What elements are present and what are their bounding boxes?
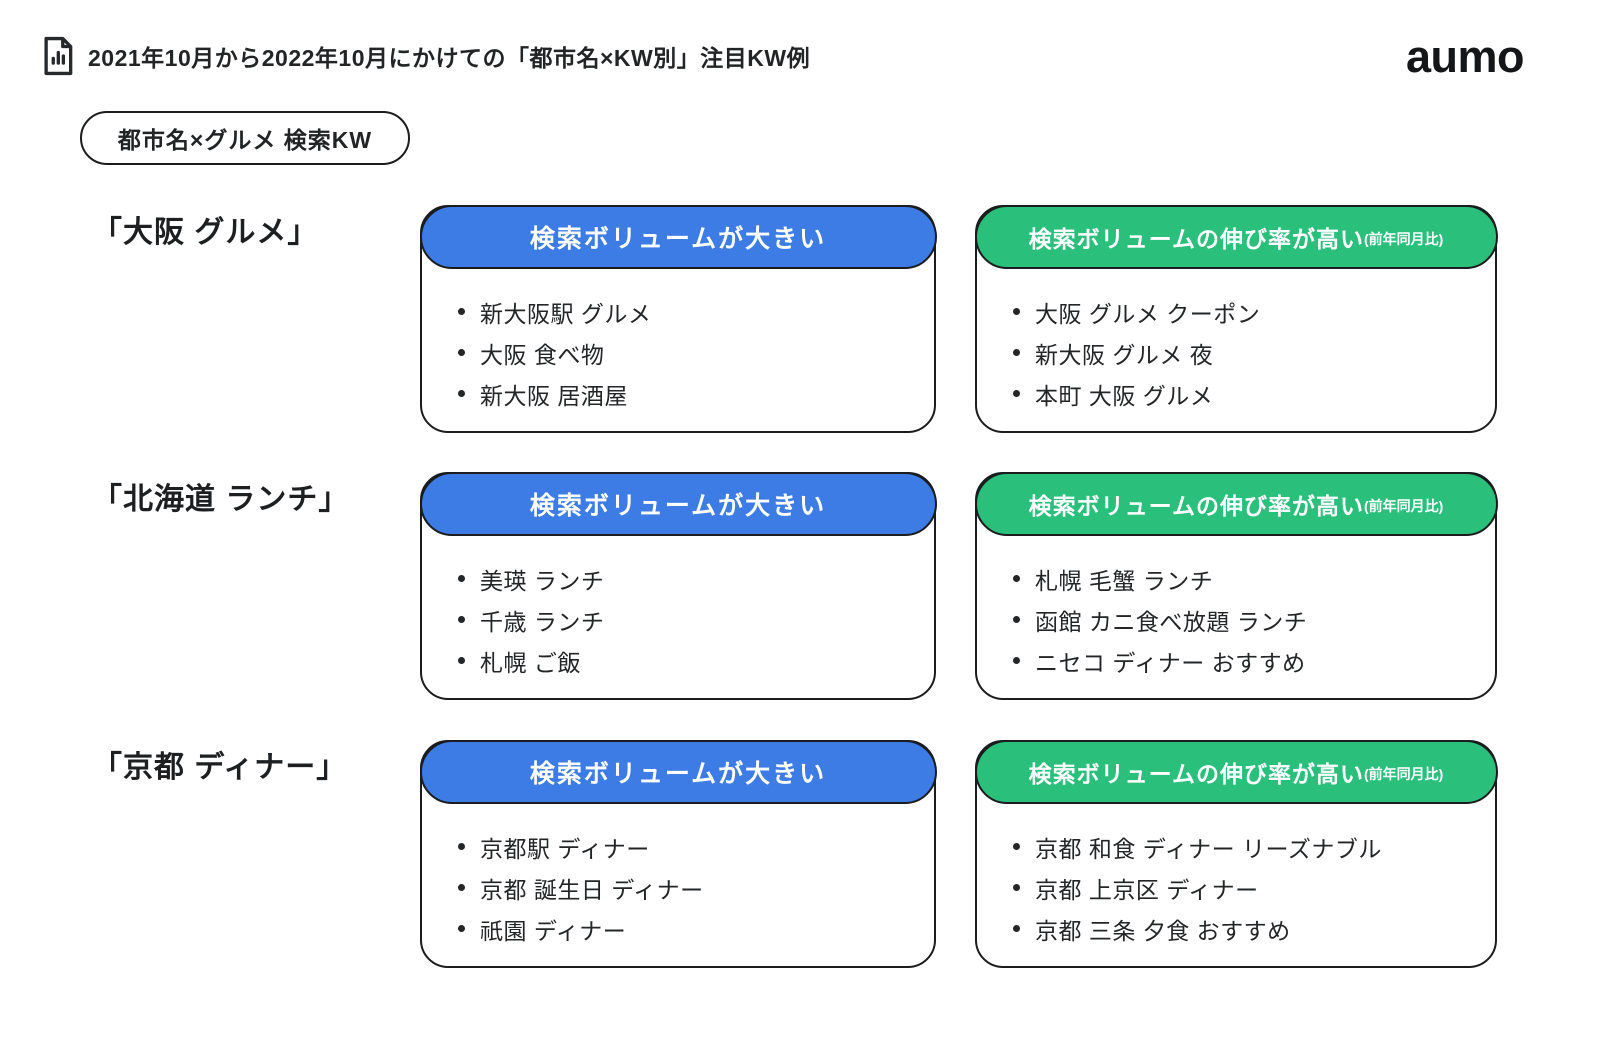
growth-rate-card: 検索ボリュームの伸び率が高い(前年同月比) 大阪 グルメ クーポン 新大阪 グル… [974,204,1498,433]
list-item: 祇園 ディナー [458,912,916,945]
keyword-text: 新大阪 グルメ 夜 [1035,341,1214,368]
growth-rate-card: 検索ボリュームの伸び率が高い(前年同月比) 京都 和食 ディナー リーズナブル … [974,739,1498,968]
keyword-text: 大阪 食べ物 [480,341,605,368]
aumo-logo: aumo [1405,30,1525,82]
list-item: 大阪 グルメ クーポン [1013,295,1477,328]
card-header-suffix: (前年同月比) [1363,766,1444,782]
list-item: 札幌 ご飯 [458,644,916,677]
page-title: 2021年10月から2022年10月にかけての「都市名×KW別」注目KW例 [88,45,811,71]
bullet-icon [1013,349,1020,356]
keyword-list: 京都駅 ディナー 京都 誕生日 ディナー 祇園 ディナー [458,830,916,945]
keyword-row-kyoto: 「京都 ディナー」 検索ボリュームが大きい 京都駅 ディナー 京都 誕生日 ディ… [0,739,1600,968]
keyword-text: 美瑛 ランチ [480,567,605,594]
bullet-icon [1013,657,1020,664]
card-header-label: 検索ボリュームの伸び率が高い [1028,225,1364,252]
keyword-list: 美瑛 ランチ 千歳 ランチ 札幌 ご飯 [458,562,916,677]
keyword-text: 京都 和食 ディナー リーズナブル [1035,835,1382,862]
bullet-icon [458,349,465,356]
keyword-row-hokkaido: 「北海道 ランチ」 検索ボリュームが大きい 美瑛 ランチ 千歳 ランチ 札幌 ご… [0,471,1600,700]
list-item: 新大阪 居酒屋 [458,377,916,410]
list-item: 新大阪駅 グルメ [458,295,916,328]
growth-rate-card: 検索ボリュームの伸び率が高い(前年同月比) 札幌 毛蟹 ランチ 函館 カニ食べ放… [974,471,1498,700]
volume-large-card: 検索ボリュームが大きい 美瑛 ランチ 千歳 ランチ 札幌 ご飯 [419,471,937,700]
keyword-text: 京都 誕生日 ディナー [480,876,704,903]
card-header-suffix: (前年同月比) [1363,231,1444,247]
keyword-list: 新大阪駅 グルメ 大阪 食べ物 新大阪 居酒屋 [458,295,916,410]
card-header-label: 検索ボリュームが大きい [529,491,827,520]
list-item: 函館 カニ食べ放題 ランチ [1013,603,1477,636]
category-badge: 都市名×グルメ 検索KW [80,111,410,165]
header-bar: 2021年10月から2022年10月にかけての「都市名×KW別」注目KW例 au… [38,30,1525,82]
keyword-text: 新大阪 居酒屋 [480,382,628,409]
report-bar-chart-icon [38,34,78,78]
list-item: 札幌 毛蟹 ランチ [1013,562,1477,595]
list-item: 大阪 食べ物 [458,336,916,369]
growth-rate-card-header: 検索ボリュームの伸び率が高い(前年同月比) [974,204,1498,269]
keyword-label: 「大阪 グルメ」 [92,216,319,249]
bullet-icon [458,884,465,891]
bullet-icon [458,843,465,850]
list-item: 京都 和食 ディナー リーズナブル [1013,830,1477,863]
keyword-label: 「北海道 ランチ」 [92,483,350,516]
bullet-icon [1013,925,1020,932]
growth-rate-card-header: 検索ボリュームの伸び率が高い(前年同月比) [974,739,1498,804]
volume-large-card: 検索ボリュームが大きい 京都駅 ディナー 京都 誕生日 ディナー 祇園 ディナー [419,739,937,968]
keyword-row-osaka: 「大阪 グルメ」 検索ボリュームが大きい 新大阪駅 グルメ 大阪 食べ物 新大阪… [0,204,1600,433]
keyword-list: 大阪 グルメ クーポン 新大阪 グルメ 夜 本町 大阪 グルメ [1013,295,1477,410]
list-item: 京都 上京区 ディナー [1013,871,1477,904]
card-header-label: 検索ボリュームが大きい [529,759,827,788]
bullet-icon [458,616,465,623]
bullet-icon [1013,843,1020,850]
bullet-icon [458,925,465,932]
keyword-text: 札幌 ご飯 [480,649,581,676]
card-header-label: 検索ボリュームの伸び率が高い [1028,492,1364,519]
keyword-list: 札幌 毛蟹 ランチ 函館 カニ食べ放題 ランチ ニセコ ディナー おすすめ [1013,562,1477,677]
volume-large-card: 検索ボリュームが大きい 新大阪駅 グルメ 大阪 食べ物 新大阪 居酒屋 [419,204,937,433]
volume-large-card-header: 検索ボリュームが大きい [419,204,937,269]
bullet-icon [1013,616,1020,623]
keyword-text: ニセコ ディナー おすすめ [1035,649,1306,676]
bullet-icon [1013,308,1020,315]
growth-rate-card-header: 検索ボリュームの伸び率が高い(前年同月比) [974,471,1498,536]
keyword-text: 本町 大阪 グルメ [1035,382,1214,409]
card-header-label: 検索ボリュームが大きい [529,224,827,253]
list-item: 京都 誕生日 ディナー [458,871,916,904]
volume-large-card-header: 検索ボリュームが大きい [419,471,937,536]
keyword-list: 京都 和食 ディナー リーズナブル 京都 上京区 ディナー 京都 三条 夕食 お… [1013,830,1477,945]
keyword-text: 大阪 グルメ クーポン [1035,300,1261,327]
volume-large-card-header: 検索ボリュームが大きい [419,739,937,804]
list-item: 京都 三条 夕食 おすすめ [1013,912,1477,945]
list-item: 新大阪 グルメ 夜 [1013,336,1477,369]
keyword-text: 祇園 ディナー [480,917,627,944]
bullet-icon [1013,575,1020,582]
list-item: 京都駅 ディナー [458,830,916,863]
bullet-icon [458,657,465,664]
keyword-text: 千歳 ランチ [480,608,605,635]
card-header-label: 検索ボリュームの伸び率が高い [1028,760,1364,787]
keyword-text: 京都 上京区 ディナー [1035,876,1259,903]
keyword-text: 函館 カニ食べ放題 ランチ [1035,608,1308,635]
keyword-text: 札幌 毛蟹 ランチ [1035,567,1214,594]
card-header-suffix: (前年同月比) [1363,498,1444,514]
keyword-text: 京都駅 ディナー [480,835,650,862]
bullet-icon [458,390,465,397]
list-item: 千歳 ランチ [458,603,916,636]
list-item: ニセコ ディナー おすすめ [1013,644,1477,677]
keyword-text: 京都 三条 夕食 おすすめ [1035,917,1291,944]
bullet-icon [1013,884,1020,891]
keyword-text: 新大阪駅 グルメ [480,300,652,327]
list-item: 本町 大阪 グルメ [1013,377,1477,410]
list-item: 美瑛 ランチ [458,562,916,595]
bullet-icon [1013,390,1020,397]
bullet-icon [458,575,465,582]
bullet-icon [458,308,465,315]
category-badge-label: 都市名×グルメ 検索KW [117,127,373,153]
keyword-label: 「京都 ディナー」 [92,751,348,784]
